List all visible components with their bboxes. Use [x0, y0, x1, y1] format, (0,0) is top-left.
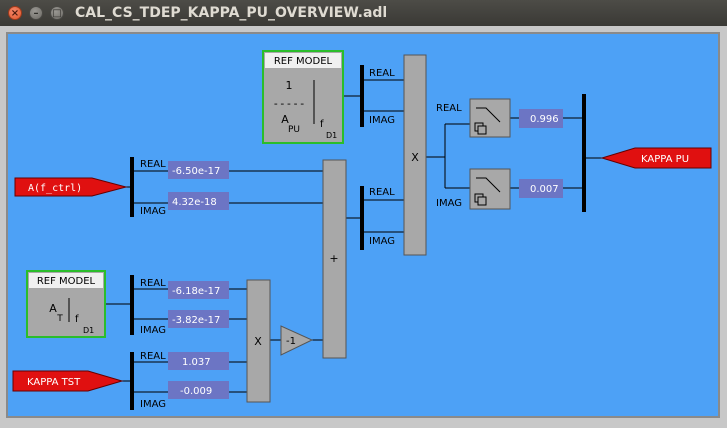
label-imag: IMAG — [369, 236, 395, 247]
label-imag: IMAG — [140, 325, 166, 336]
readout-ref-imag: -3.82e-17 — [172, 315, 220, 326]
demux-bar-kappa-tst — [130, 352, 134, 410]
kappa-tst-label: KAPPA TST — [27, 377, 81, 388]
title-bar: × – □ CAL_CS_TDEP_KAPPA_PU_OVERVIEW.adl — [0, 0, 727, 26]
label-real: REAL — [140, 278, 166, 289]
label-real: REAL — [369, 187, 395, 198]
readout-ref-real: -6.18e-17 — [172, 286, 220, 297]
mux-bar-output — [582, 94, 586, 212]
sum-label: + — [329, 252, 338, 265]
lowpass-icon — [476, 177, 501, 193]
label-real: REAL — [369, 68, 395, 79]
window-title: CAL_CS_TDEP_KAPPA_PU_OVERVIEW.adl — [75, 5, 388, 21]
label-real: REAL — [140, 351, 166, 362]
kappa-pu-output-tag[interactable]: KAPPA PU — [600, 147, 712, 169]
label-imag: IMAG — [140, 399, 166, 410]
ref-model-d1: D1 — [326, 131, 337, 140]
ref-model-divider: ----- — [272, 97, 305, 110]
ref-model-bottom[interactable]: REF MODEL A T f D1 — [26, 270, 106, 338]
filter-block-real[interactable] — [469, 98, 511, 138]
ref-model-denominator-sub: PU — [288, 125, 300, 135]
readout-out-imag: 0.007 — [530, 184, 559, 195]
ref-model-a-sub: T — [56, 314, 63, 324]
ref-model-f: f — [320, 119, 324, 130]
label-real: REAL — [140, 159, 166, 170]
label-real: REAL — [436, 103, 462, 114]
ref-model-d1: D1 — [83, 326, 94, 335]
minimize-window-button[interactable]: – — [29, 6, 43, 20]
demux-bar-ref-bottom — [130, 275, 134, 335]
maximize-window-button[interactable]: □ — [50, 6, 64, 20]
ref-model-header: REF MODEL — [274, 56, 333, 67]
ref-model-top[interactable]: REF MODEL 1 ----- A PU f D1 — [262, 50, 344, 144]
afctrl-input-tag[interactable]: A(f_ctrl) — [14, 177, 128, 197]
readout-out-real: 0.996 — [530, 114, 559, 125]
gain-label: -1 — [286, 336, 296, 347]
demux-bar-sum — [360, 186, 364, 250]
multiply-block-top[interactable]: X — [403, 54, 427, 256]
ref-model-f: f — [75, 314, 79, 325]
readout-kappa-tst-imag: -0.009 — [180, 386, 212, 397]
label-imag: IMAG — [369, 115, 395, 126]
bus-bars — [130, 65, 586, 410]
ref-model-a: A — [49, 302, 57, 315]
multiply-block-bottom[interactable]: X — [246, 279, 271, 403]
sum-block[interactable]: + — [322, 159, 347, 359]
demux-bar-afctrl — [130, 157, 134, 217]
readouts: -6.50e-17 4.32e-18 -6.18e-17 -3.82e-17 1… — [168, 109, 563, 399]
readout-kappa-tst-real: 1.037 — [182, 357, 211, 368]
ref-model-numerator: 1 — [286, 79, 293, 92]
multiply-label: X — [254, 335, 262, 348]
kappa-tst-input-tag[interactable]: KAPPA TST — [12, 370, 124, 392]
readout-afctrl-imag: 4.32e-18 — [172, 197, 217, 208]
label-imag: IMAG — [436, 198, 462, 209]
lowpass-icon — [476, 107, 501, 123]
multiply-label: X — [411, 151, 419, 164]
label-imag: IMAG — [140, 206, 166, 217]
ref-model-denominator: A — [281, 113, 289, 126]
mux-bar-ref-top — [360, 65, 364, 127]
ref-model-header: REF MODEL — [37, 276, 96, 287]
kappa-pu-label: KAPPA PU — [641, 154, 689, 165]
close-window-button[interactable]: × — [8, 6, 22, 20]
readout-afctrl-real: -6.50e-17 — [172, 166, 220, 177]
gain-block[interactable]: -1 — [280, 325, 314, 356]
afctrl-label: A(f_ctrl) — [28, 183, 82, 194]
filter-block-imag[interactable] — [469, 168, 511, 210]
